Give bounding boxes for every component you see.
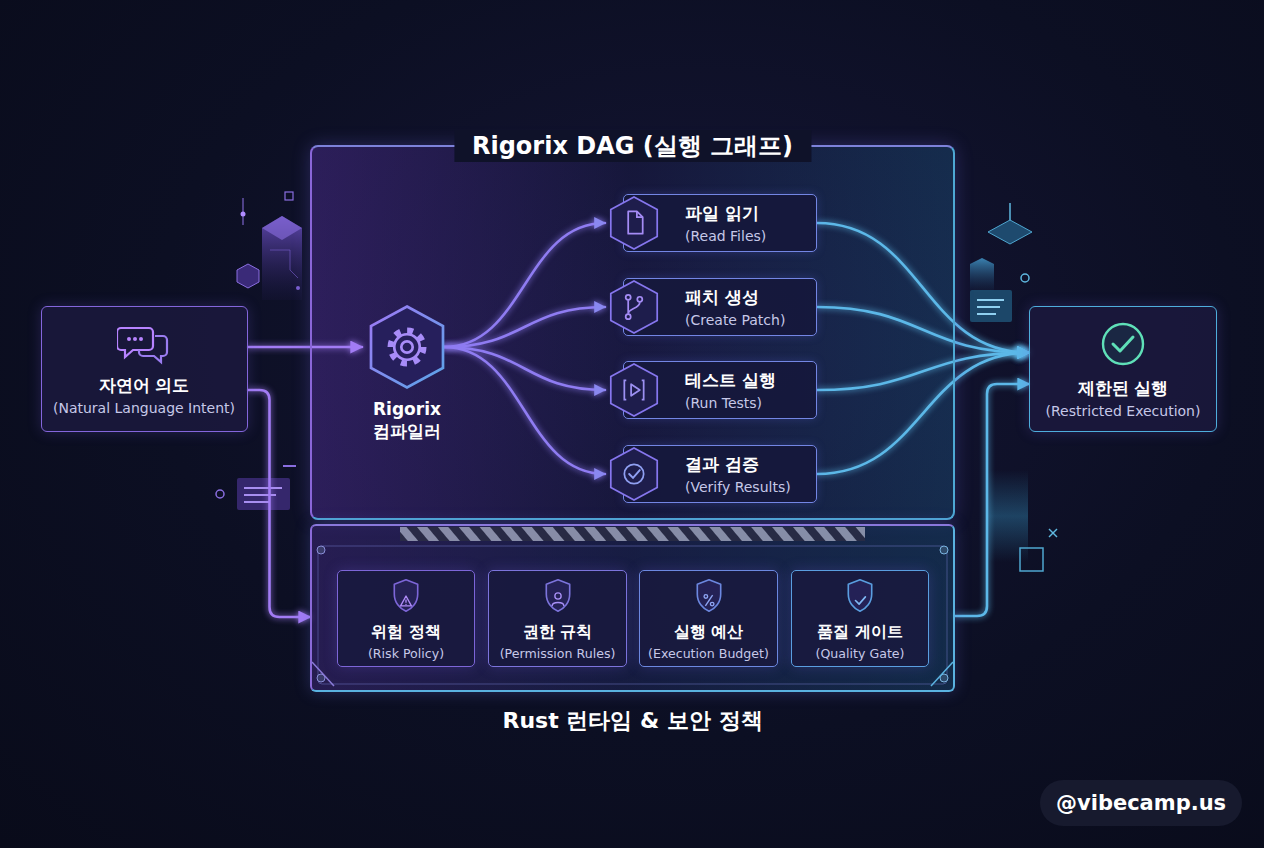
- connector-arrow: [817, 223, 1029, 353]
- node-title: 파일 읽기: [685, 202, 766, 225]
- node-title: 품질 게이트: [816, 622, 905, 643]
- text-block: 실행 예산 (Execution Budget): [648, 622, 769, 661]
- text-block: Rigorix 컴파일러: [362, 398, 452, 442]
- policy-box: 실행 예산 (Execution Budget): [639, 570, 778, 667]
- task-icon: [605, 278, 663, 336]
- panel-label: Rust 런타임 & 보안 정책: [502, 706, 762, 736]
- node-title: 권한 규칙: [500, 622, 616, 643]
- connector-arrow: [817, 307, 1029, 353]
- node-title: 위험 정책: [368, 622, 444, 643]
- gear-hexagon: [362, 302, 452, 392]
- task-box: 파일 읽기 (Read Files): [605, 194, 817, 252]
- process-box: 자연어 의도 (Natural Language Intent): [41, 306, 248, 432]
- graph-frame: Rigorix DAG (실행 그래프)Rigorix 컴파일러파일 읽기(Re…: [310, 145, 955, 520]
- node-subtitle: (Execution Budget): [648, 646, 769, 661]
- node-title: Rigorix 컴파일러: [362, 398, 452, 442]
- task-box: 패치 생성 (Create Patch): [605, 278, 817, 336]
- text-block: 테스트 실행 (Run Tests): [685, 361, 776, 419]
- node-title: 패치 생성: [685, 286, 785, 309]
- node-title: 실행 예산: [648, 622, 769, 643]
- text-block: 패치 생성 (Create Patch): [685, 278, 785, 336]
- text-block: 품질 게이트 (Quality Gate): [816, 622, 905, 661]
- connector-arrow: [444, 307, 605, 347]
- node-subtitle: (Natural Language Intent): [53, 400, 235, 416]
- connector-arrow: [817, 353, 1029, 474]
- icon: [117, 322, 171, 366]
- connector-arrow: [444, 347, 605, 474]
- task-icon: [605, 445, 663, 503]
- connector-arrow: [444, 223, 605, 347]
- watermark: @vibecamp.us: [1040, 780, 1242, 826]
- task-icon: [605, 361, 663, 419]
- node-subtitle: (Permission Rules): [500, 646, 616, 661]
- task-box: 결과 검증 (Verify Results): [605, 445, 817, 503]
- task-box: 테스트 실행 (Run Tests): [605, 361, 817, 419]
- icon: [540, 576, 576, 622]
- compiler-node: Rigorix 컴파일러: [362, 302, 452, 447]
- connector-arrow: [444, 347, 605, 390]
- policy-panel: Rust 런타임 & 보안 정책위험 정책(Risk Policy)권한 규칙(…: [310, 524, 955, 692]
- connector-arrow: [248, 390, 311, 617]
- node-subtitle: (Read Files): [685, 228, 766, 244]
- frame-title: Rigorix DAG (실행 그래프): [454, 130, 811, 162]
- node-subtitle: (Verify Results): [685, 479, 791, 495]
- icon: [842, 576, 878, 622]
- process-box: 제한된 실행 (Restricted Execution): [1029, 306, 1217, 432]
- connector-arrow: [248, 346, 363, 349]
- task-icon: [605, 194, 663, 252]
- icon: [1098, 319, 1148, 369]
- node-title: 결과 검증: [685, 453, 791, 476]
- node-subtitle: (Risk Policy): [368, 646, 444, 661]
- connector-arrow: [955, 384, 1029, 616]
- text-block: 파일 읽기 (Read Files): [685, 194, 766, 252]
- node-subtitle: (Run Tests): [685, 395, 776, 411]
- node-subtitle: (Quality Gate): [816, 646, 905, 661]
- text-block: 결과 검증 (Verify Results): [685, 445, 791, 503]
- policy-box: 위험 정책 (Risk Policy): [337, 570, 475, 667]
- text-block: 위험 정책 (Risk Policy): [368, 622, 444, 661]
- policy-box: 권한 규칙 (Permission Rules): [488, 570, 627, 667]
- node-title: 자연어 의도: [53, 374, 235, 397]
- icon: [388, 576, 424, 622]
- node-title: 테스트 실행: [685, 369, 776, 392]
- text-block: 제한된 실행 (Restricted Execution): [1046, 377, 1201, 419]
- text-block: 권한 규칙 (Permission Rules): [500, 622, 616, 661]
- node-title: 제한된 실행: [1046, 377, 1201, 400]
- node-subtitle: (Restricted Execution): [1046, 403, 1201, 419]
- icon: [691, 576, 727, 622]
- text-block: 자연어 의도 (Natural Language Intent): [53, 374, 235, 416]
- policy-box: 품질 게이트 (Quality Gate): [791, 570, 929, 667]
- node-subtitle: (Create Patch): [685, 312, 785, 328]
